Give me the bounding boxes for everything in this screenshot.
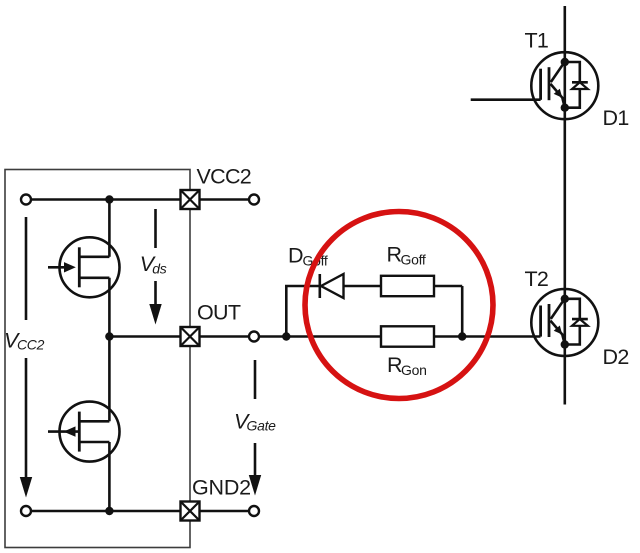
svg-text:D: D [288,243,303,267]
svg-text:Gon: Gon [401,362,427,378]
svg-text:GND2: GND2 [192,476,251,500]
svg-text:T2: T2 [525,267,549,291]
svg-text:Goff: Goff [401,252,426,268]
svg-text:V: V [140,252,157,276]
svg-text:Gate: Gate [247,418,277,434]
svg-text:T1: T1 [525,28,549,52]
svg-text:CC2: CC2 [17,337,45,353]
svg-text:D2: D2 [603,345,629,369]
svg-text:V: V [234,410,251,434]
svg-text:D1: D1 [603,106,629,130]
svg-text:R: R [387,353,402,377]
svg-text:V: V [4,329,21,353]
svg-text:ds: ds [152,261,166,277]
svg-text:VCC2: VCC2 [197,165,252,189]
svg-text:OUT: OUT [197,301,241,325]
svg-text:R: R [387,243,402,267]
